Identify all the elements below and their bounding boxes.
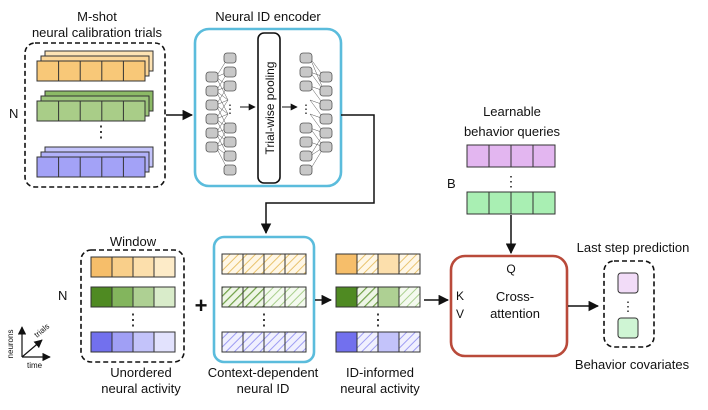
last-step-label: Last step prediction	[577, 240, 690, 255]
context-row-orange	[221, 253, 307, 275]
informed-label-2: neural activity	[340, 381, 420, 396]
axes-glyph	[17, 326, 51, 362]
calib-stack-green	[36, 90, 154, 122]
calib-title-2: neural calibration trials	[32, 25, 163, 40]
axis-trials-label: trials	[33, 322, 52, 340]
encoder-input-nodes	[205, 71, 219, 153]
queries-title-2: behavior queries	[464, 124, 561, 139]
window-row-green	[90, 286, 176, 308]
cross-label-1: Cross-	[496, 289, 534, 304]
unordered-label-1: Unordered	[110, 365, 171, 380]
behavior-cov-label: Behavior covariates	[575, 357, 690, 372]
output-purple-cell	[617, 272, 639, 294]
n-label-bottom: N	[58, 288, 67, 303]
n-label-top: N	[9, 106, 18, 121]
encoder-hidden-nodes	[223, 52, 237, 176]
queries-title-1: Learnable	[483, 104, 541, 119]
unordered-label-2: neural activity	[101, 381, 181, 396]
encoder-hidden-ellipsis: ⋮	[224, 102, 236, 116]
window-dashed-box	[80, 249, 185, 363]
encoder-network	[215, 57, 325, 171]
informed-label-1: ID-informed	[346, 365, 414, 380]
context-row-blue	[221, 331, 307, 353]
b-label: B	[447, 176, 456, 191]
queries-row-mint	[466, 191, 556, 215]
pooling-label: Trial-wise pooling	[263, 62, 277, 155]
calib-title-1: M-shot	[77, 9, 117, 24]
cross-label-2: attention	[490, 306, 540, 321]
k-label: K	[456, 289, 464, 303]
context-row-green	[221, 286, 307, 308]
calib-ellipsis: ⋮	[93, 124, 109, 141]
context-label-1: Context-dependent	[208, 365, 319, 380]
q-label: Q	[506, 262, 515, 276]
queries-row-purple	[466, 144, 556, 168]
axis-neurons-label: neurons	[6, 330, 15, 359]
encoder-title: Neural ID encoder	[215, 9, 321, 24]
encoder-output-ellipsis: ⋮	[300, 102, 312, 116]
output-ellipsis: ⋮	[622, 299, 635, 314]
informed-ellipsis: ⋮	[370, 312, 386, 329]
context-label-2: neural ID	[237, 381, 290, 396]
informed-row-orange	[335, 253, 421, 275]
calib-dashed-box	[24, 42, 166, 188]
window-title: Window	[110, 234, 157, 249]
window-row-orange	[90, 256, 176, 278]
informed-row-green	[335, 286, 421, 308]
cross-attention-box	[449, 254, 569, 358]
plus-sign: +	[195, 293, 208, 318]
output-mint-cell	[617, 317, 639, 339]
window-ellipsis: ⋮	[125, 312, 141, 329]
calib-stack-orange	[36, 50, 154, 82]
axis-time-label: time	[27, 361, 43, 370]
v-label: V	[456, 307, 464, 321]
arrow-encoder-to-context	[260, 114, 375, 235]
encoder-output-nodes	[299, 52, 313, 176]
informed-row-blue	[335, 331, 421, 353]
window-row-blue	[90, 331, 176, 353]
encoder-final-nodes	[319, 71, 333, 153]
queries-ellipsis: ⋮	[504, 173, 518, 189]
context-ellipsis: ⋮	[256, 312, 272, 329]
pooling-bar	[257, 32, 281, 184]
calib-stack-blue	[36, 146, 154, 178]
